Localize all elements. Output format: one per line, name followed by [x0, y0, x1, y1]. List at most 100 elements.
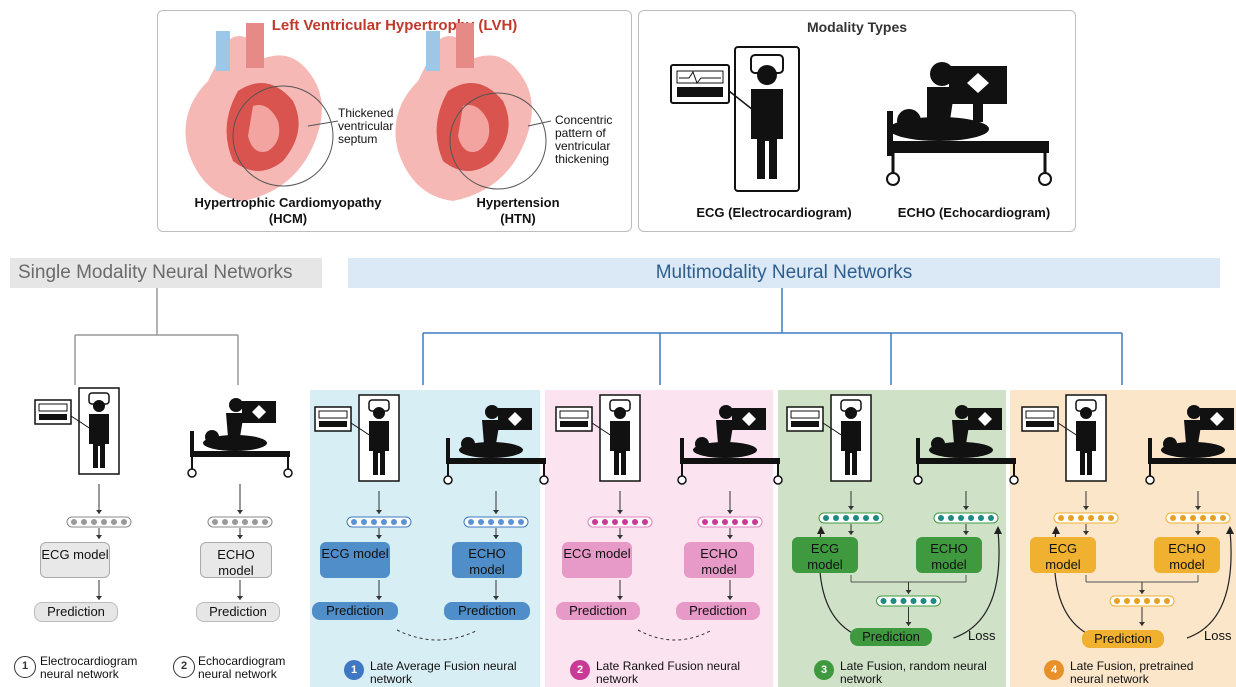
p2-echo-vector-dot	[702, 519, 708, 525]
p1-echo-patient-icon	[443, 405, 549, 485]
p1-number: 1	[344, 660, 364, 680]
p3-loss-arc-right	[953, 529, 1000, 639]
p2-ecg-prediction: Prediction	[556, 602, 640, 620]
htn-abbr: (HTN)	[500, 211, 536, 226]
p1-echo-arrow-2-head	[493, 535, 499, 539]
p1-echo-vector-dot	[488, 519, 494, 525]
panel-1-bg	[310, 390, 540, 687]
p3-echo-arrow-2-head	[963, 531, 969, 535]
p4-merge-arrow-head	[1139, 590, 1145, 594]
hcm-abbr: (HCM)	[268, 211, 308, 226]
p1-ecg-arrow-2-head	[376, 535, 382, 539]
p1-echo-vector-dot	[478, 519, 484, 525]
single-ecg-patient-icon	[34, 387, 120, 475]
htn-note: Concentric pattern of ventricular thicke…	[555, 113, 613, 166]
p4-prediction: Prediction	[1082, 630, 1164, 648]
single-ecg-vector-dot	[111, 519, 117, 525]
single-echo-model: ECHO model	[200, 542, 272, 578]
single-banner: Single Modality Neural Networks	[10, 258, 322, 288]
single-echo-prediction: Prediction	[196, 602, 280, 622]
p4-fused-vector-dot	[1144, 598, 1150, 604]
p4-loss: Loss	[1204, 628, 1232, 643]
echo-label: ECHO (Echocardiogram)	[897, 205, 1051, 220]
p1-ecg-vector-dot	[361, 519, 367, 525]
single-echo-arrow-2-head	[237, 535, 243, 539]
p3-ecg-vector-dot	[833, 515, 839, 521]
p4-fused-vector-dot	[1124, 598, 1130, 604]
lvh-box: Left Ventricular Hypertrophy (LVH) Thick…	[157, 10, 632, 232]
single-ecg-vector-dot	[81, 519, 87, 525]
p1-echo-vector-dot	[518, 519, 524, 525]
p3-ecg-vector-dot	[863, 515, 869, 521]
p3-loss: Loss	[968, 628, 996, 643]
p4-echo-vector-dot	[1170, 515, 1176, 521]
p4-fused-vector-dot	[1154, 598, 1160, 604]
single-echo-vector-dot	[252, 519, 258, 525]
single-ecg-vector-dot	[121, 519, 127, 525]
p2-ecg-vector-dot	[602, 519, 608, 525]
p4-echo-arrow-1-head	[1195, 506, 1201, 510]
p3-ecg-model: ECG model	[792, 537, 858, 573]
net1-label: Electrocardiogram neural network	[40, 654, 138, 681]
p3-loss-arc-right-head	[994, 526, 1002, 534]
net2-number: 2	[173, 656, 195, 678]
p2-echo-vector-dot	[732, 519, 738, 525]
multi-banner: Multimodality Neural Networks	[348, 258, 1220, 288]
p4-echo-vector-dot	[1220, 515, 1226, 521]
p3-fused-vector-dot	[890, 598, 897, 604]
p3-fused-vector-dot	[910, 598, 917, 604]
p4-loss-arc-left-head	[1052, 526, 1060, 534]
p2-ecg-patient-icon	[555, 394, 641, 482]
lvh-title: Left Ventricular Hypertrophy (LVH)	[271, 17, 518, 34]
p4-ecg-vector-dot	[1058, 515, 1064, 521]
p1-fusion-link	[396, 629, 479, 641]
p3-loss-arc-left-head	[817, 526, 825, 534]
p3-ecg-vector-dot	[843, 515, 849, 521]
p2-label: Late Ranked Fusion neural network	[596, 659, 741, 686]
p3-ecg-patient-icon	[786, 394, 872, 482]
modality-box: Modality Types ECG (Electrocardiogram) E…	[638, 10, 1076, 232]
p3-label: Late Fusion, random neural network	[840, 659, 987, 686]
single-echo-vector-dot	[212, 519, 218, 525]
p4-pred-arrow-head	[1139, 622, 1145, 626]
single-ecg-prediction: Prediction	[34, 602, 118, 622]
p2-echo-arrow-1-head	[727, 510, 733, 514]
p2-echo-arrow-2-head	[727, 535, 733, 539]
ecg-label: ECG (Electrocardiogram)	[696, 205, 852, 220]
p4-ecg-patient-icon	[1021, 394, 1107, 482]
p2-number: 2	[570, 660, 590, 680]
p1-ecg-arrow-1-head	[376, 510, 382, 514]
p1-echo-vector-dot	[498, 519, 504, 525]
p3-echo-arrow-1-head	[963, 506, 969, 510]
single-ecg-arrow-1-head	[96, 510, 102, 514]
single-ecg-model: ECG model	[40, 542, 110, 578]
p3-echo-model: ECHO model	[916, 537, 982, 573]
p4-ecg-vector-dot	[1098, 515, 1104, 521]
p3-ecg-vector-dot	[823, 515, 829, 521]
p4-ecg-arrow-2-head	[1083, 531, 1089, 535]
p2-echo-vector-dot	[712, 519, 718, 525]
single-echo-patient-icon	[187, 398, 293, 478]
single-echo-vector-dot	[242, 519, 248, 525]
p1-ecg-arrow-3-head	[376, 596, 382, 600]
p3-fused-vector-dot	[920, 598, 927, 604]
p3-pred-arrow-head	[905, 622, 912, 626]
heart-htn-icon	[395, 23, 552, 201]
p1-ecg-patient-icon	[314, 394, 400, 482]
modality-title: Modality Types	[806, 19, 908, 35]
p1-echo-vector-dot	[508, 519, 514, 525]
p1-echo-arrow-3-head	[493, 596, 499, 600]
single-echo-vector-dot	[262, 519, 268, 525]
p4-loss-arc-right	[1186, 529, 1232, 639]
p3-echo-vector-dot	[938, 515, 944, 521]
p4-fused-vector-dot	[1114, 598, 1120, 604]
p1-echo-arrow-1-head	[493, 510, 499, 514]
p2-ecg-vector-dot	[642, 519, 648, 525]
single-ecg-vector-dot	[91, 519, 97, 525]
p4-echo-patient-icon	[1145, 405, 1236, 485]
p4-ecg-vector-dot	[1088, 515, 1094, 521]
p1-echo-prediction: Prediction	[444, 602, 530, 620]
p2-echo-vector-dot	[752, 519, 758, 525]
